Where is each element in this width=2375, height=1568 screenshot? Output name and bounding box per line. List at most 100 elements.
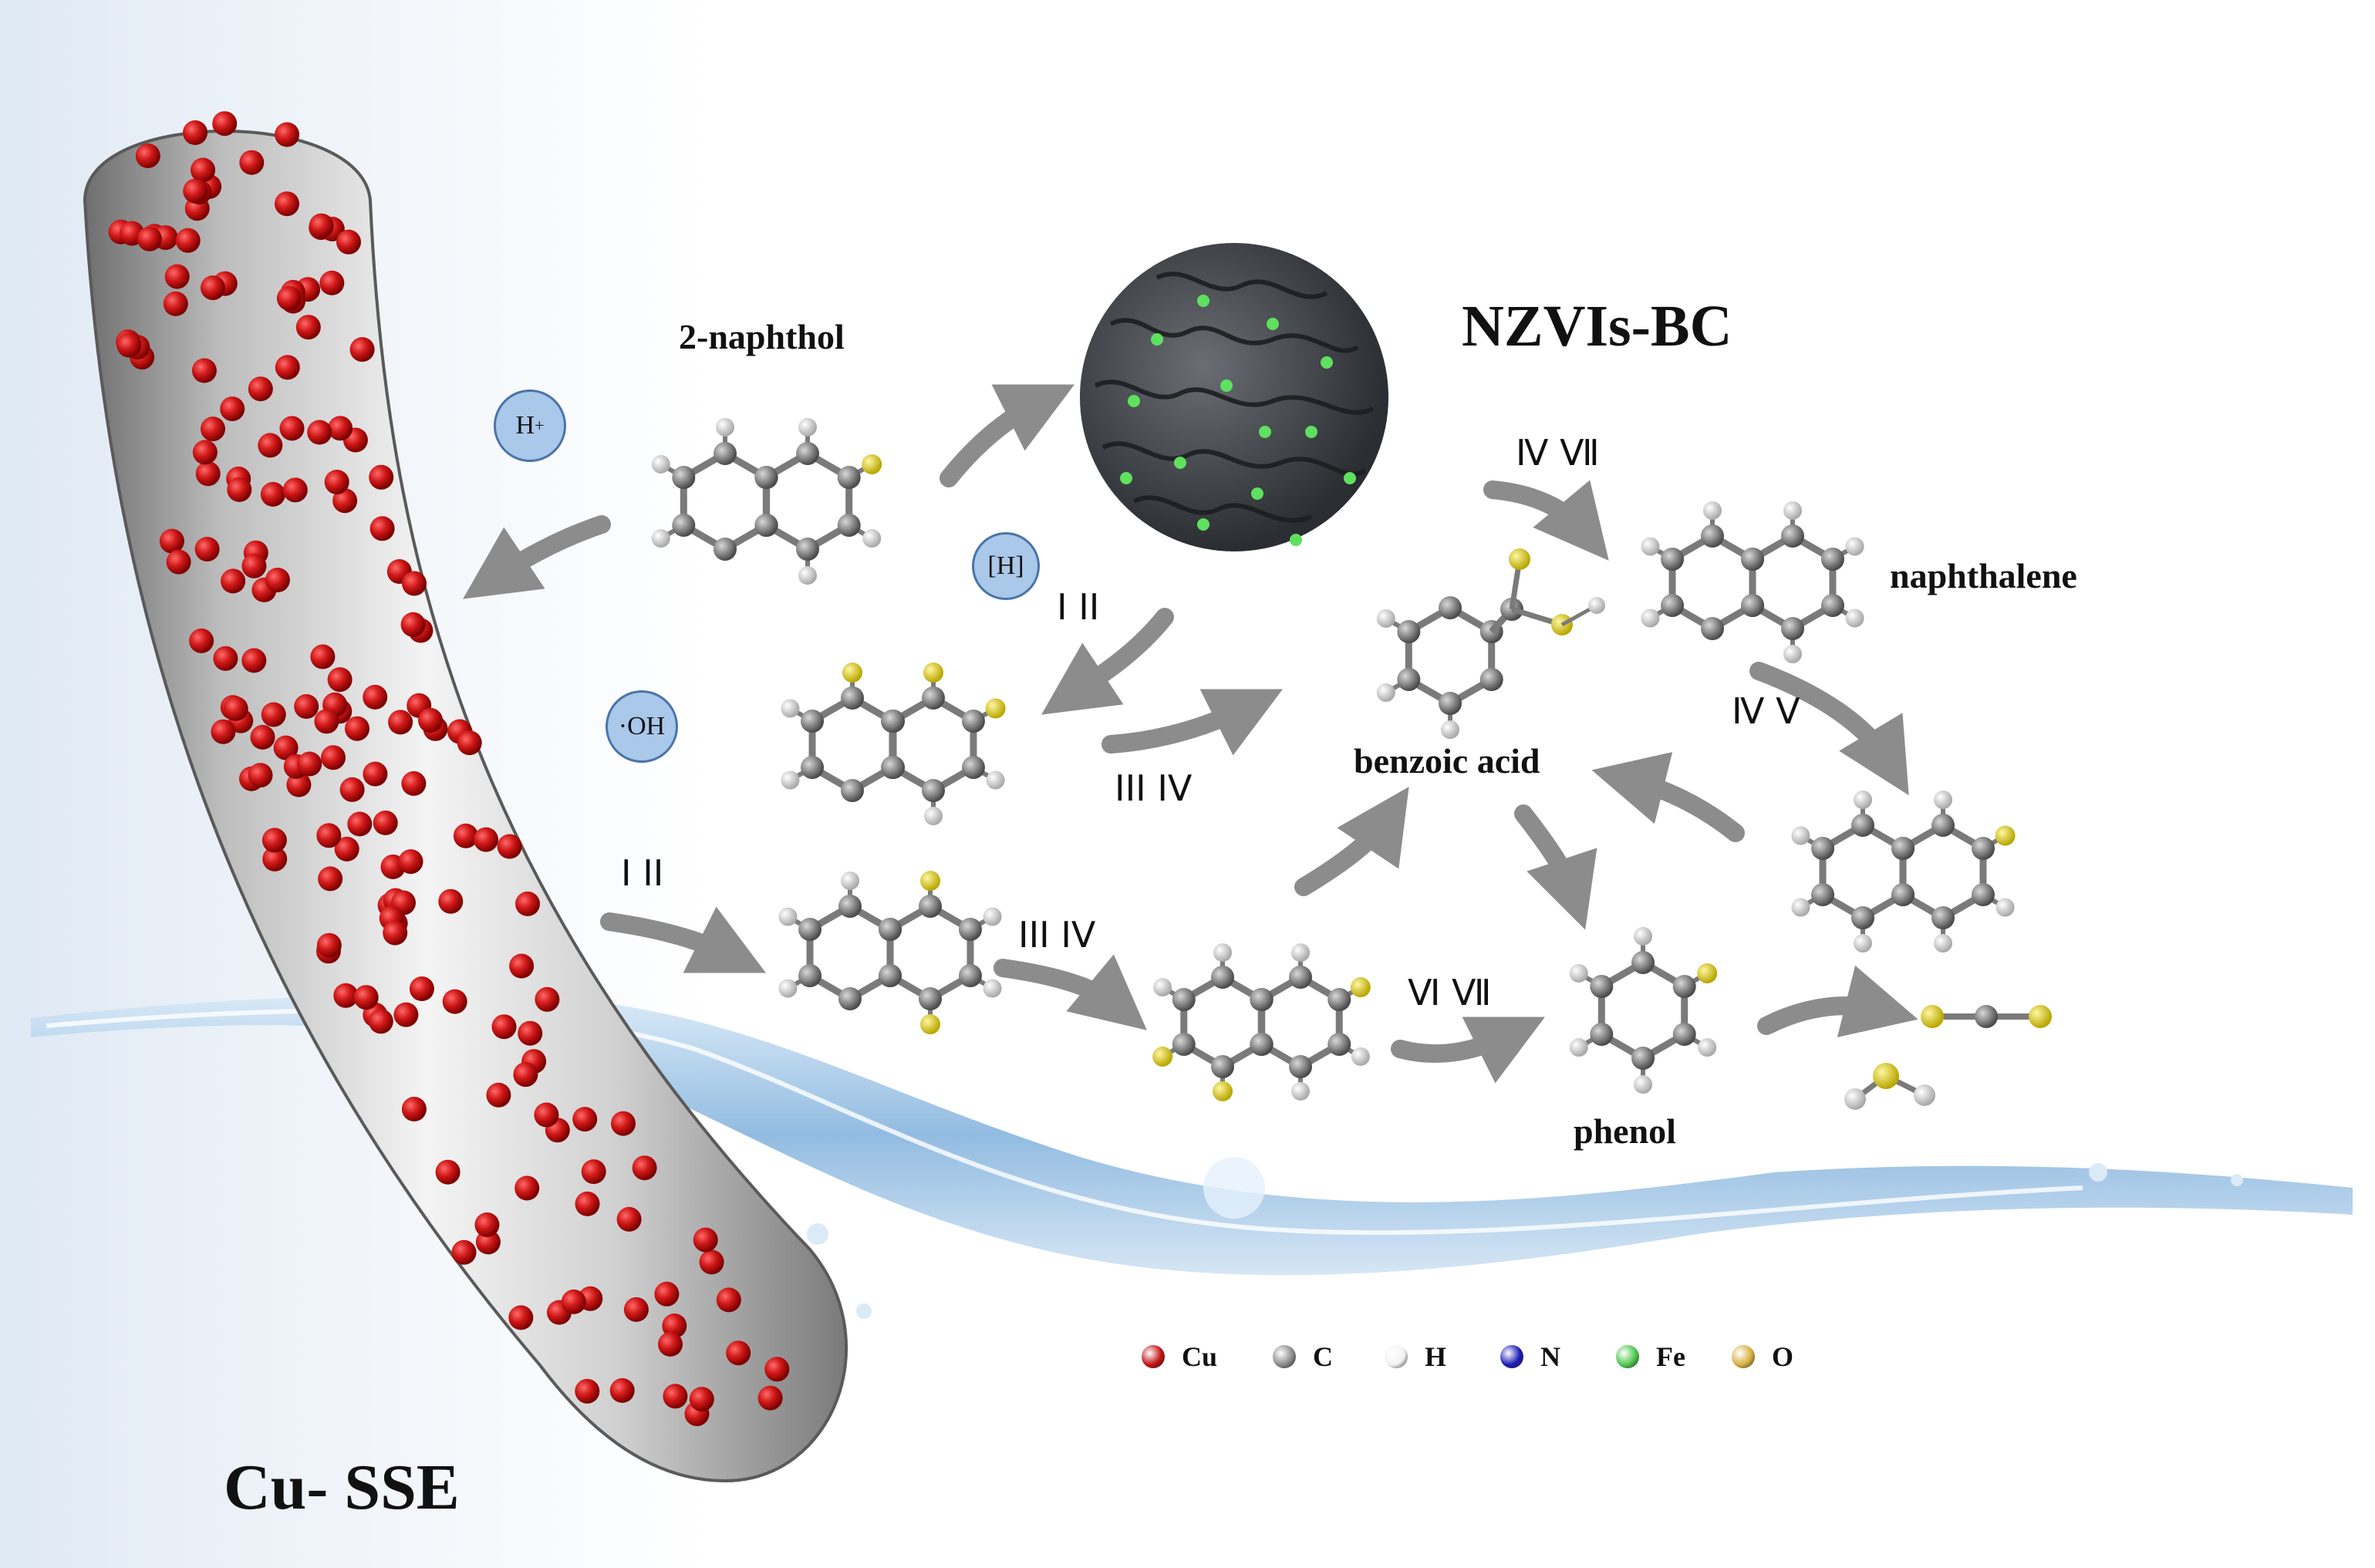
carbon-atom: [961, 710, 985, 733]
hydrogen-atom: [1845, 609, 1864, 628]
molecules: [651, 417, 2052, 1110]
cu-particle: [513, 1062, 538, 1087]
carbon-atom: [841, 686, 864, 710]
legend-label: O: [1772, 1341, 1794, 1372]
carbon-atom: [1211, 1055, 1234, 1078]
carbon-atom: [1661, 548, 1685, 571]
cu-particle: [334, 836, 359, 862]
carbon-atom: [1328, 1033, 1351, 1056]
legend-item-o: O: [1732, 1340, 1793, 1373]
legend-item-c: C: [1273, 1340, 1333, 1373]
arrow-to-nzvi: [940, 384, 1074, 487]
cu-particle: [393, 1002, 419, 1027]
hydrogen-atom: [1376, 609, 1395, 628]
oxygen-atom: [1873, 1063, 1899, 1089]
cu-particle: [273, 735, 299, 760]
cu-particle: [581, 1159, 606, 1185]
hydrogen-atom: [1153, 978, 1172, 997]
catalyst-label: NZVIs-BC: [1462, 294, 1732, 359]
cu-particle: [693, 1227, 718, 1253]
cu-particle: [297, 751, 322, 777]
cu-particle: [212, 111, 238, 137]
legend-swatch: [1616, 1345, 1639, 1368]
cu-particle: [398, 849, 423, 875]
carbon-atom: [1811, 837, 1835, 860]
carbon-atom: [1851, 906, 1874, 929]
cu-particle: [632, 1155, 657, 1181]
cu-particle: [137, 226, 162, 251]
cu-particle: [535, 986, 560, 1012]
hydrogen-atom: [1291, 943, 1310, 963]
hydrogen-atom: [1703, 501, 1722, 520]
carbon-atom: [1701, 524, 1724, 548]
hydrogen-atom: [1791, 826, 1810, 845]
carbon-atom: [801, 756, 825, 779]
legend-label: H: [1425, 1341, 1447, 1372]
h-radical-bubble: [H]: [972, 532, 1040, 600]
cu-particle: [194, 537, 220, 561]
arrow-naph2-to-benzoic: [1591, 752, 1745, 842]
cu-particle: [409, 976, 434, 1001]
cu-particle: [497, 834, 522, 859]
carbon-atom: [754, 514, 778, 537]
cu-particle: [401, 771, 427, 796]
arrow-benzoic-to-phenol: [1514, 804, 1597, 930]
cu-particle: [514, 1175, 540, 1201]
naphthol-label: 2-naphthol: [679, 317, 845, 356]
cu-particle: [220, 396, 245, 422]
pathway-label-6: Ⅳ V: [1732, 690, 1800, 732]
carbon-atom: [1931, 814, 1955, 837]
cu-particle: [201, 275, 225, 301]
cu-particle: [716, 1287, 741, 1313]
carbon-atom: [1289, 1055, 1312, 1078]
carbon-atom: [841, 779, 864, 802]
cu-particle: [276, 285, 302, 311]
hydrogen-atom: [778, 907, 798, 926]
cu-particle: [658, 1331, 683, 1357]
cu-particle: [191, 157, 215, 183]
cu-particle: [324, 470, 349, 494]
legend-item-n: N: [1500, 1340, 1560, 1373]
hydrogen-atom: [1569, 963, 1588, 983]
arrow-oh-to-dione: [600, 906, 766, 973]
cu-particle: [248, 376, 273, 402]
carbon-atom: [919, 987, 942, 1010]
carbon-atom: [1820, 548, 1844, 571]
carbon-atom: [754, 466, 778, 489]
cu-particle: [116, 332, 142, 358]
cu-particle: [333, 983, 359, 1008]
carbon-atom: [1250, 1033, 1274, 1056]
carbon-atom: [798, 918, 822, 941]
cu-particle: [491, 1014, 517, 1040]
sulfur-atom: [862, 454, 882, 474]
legend-swatch: [1385, 1345, 1408, 1368]
hydrogen-atom: [1634, 926, 1652, 946]
carbon-atom: [1631, 1047, 1655, 1070]
carbon-atom: [1439, 692, 1462, 715]
cu-particle: [400, 612, 426, 637]
water-molecule: [1844, 1063, 1935, 1110]
hydrogen-atom: [1569, 1038, 1588, 1057]
carbon-atom: [796, 442, 819, 465]
cu-particle: [363, 684, 388, 710]
legend-swatch: [1500, 1345, 1523, 1368]
co2-molecule: [1921, 1005, 2052, 1028]
cu-particle: [258, 433, 283, 458]
carbon-atom: [1172, 988, 1196, 1011]
cu-particle: [319, 270, 345, 295]
arrow-naphthalene-down: [1749, 662, 1909, 796]
carbon-atom: [882, 756, 906, 779]
sulfur-atom: [923, 663, 943, 683]
carbon-atom: [1250, 988, 1274, 1011]
carbon-atom: [879, 918, 902, 941]
cu-particle: [345, 716, 369, 741]
arrow-to-electrode: [463, 515, 611, 599]
cu-particle: [275, 355, 300, 380]
cu-particle: [239, 150, 265, 175]
cu-particle: [534, 1102, 559, 1128]
cu-particle: [248, 763, 273, 788]
carbon-atom: [1971, 837, 1995, 860]
cu-particle: [321, 745, 346, 771]
electrode-label: Cu- SSE: [224, 1452, 460, 1523]
